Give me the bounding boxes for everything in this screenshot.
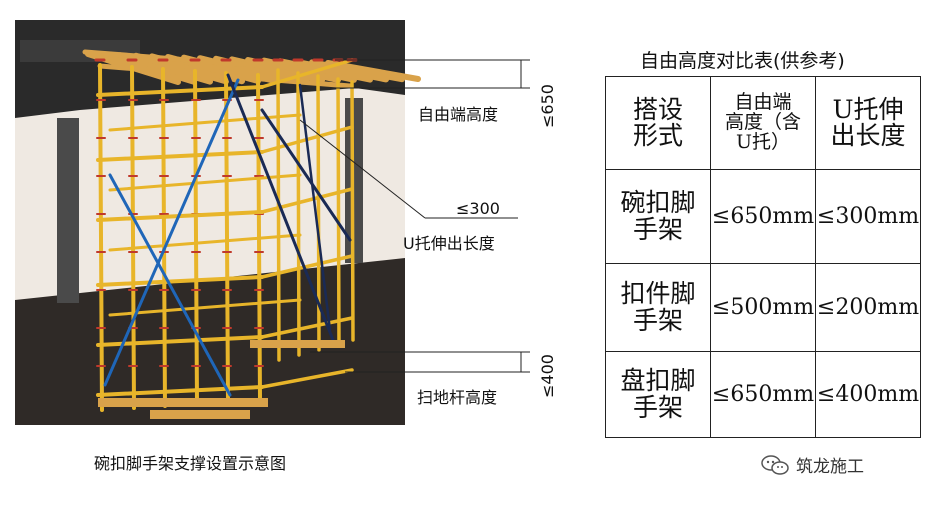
free-end-limit: ≤650 [538,84,557,128]
table-row: 碗扣脚手架 ≤650mm ≤300mm [605,169,921,264]
base-plank [98,398,268,407]
vertical-pole [130,65,136,410]
table-row: 扣件脚手架 ≤500mm ≤200mm [605,263,921,352]
horizontal-ledger [260,316,354,339]
diagonal-brace [226,73,337,347]
wechat-icon [761,454,789,475]
diagonal-brace [108,173,232,397]
vertical-pole [350,80,355,342]
timber-beam [82,49,348,75]
base-plank [250,340,345,348]
vertical-pole [193,69,199,406]
diagonal-brace [298,83,332,332]
table-cell: ≤650mm [710,351,816,438]
horizontal-ledger [260,187,354,214]
u-support-limit: ≤300 [456,199,500,218]
table-cell: 碗扣脚手架 [605,169,711,264]
free-end-label: 自由端高度 [418,105,499,124]
horizontal-ledger [260,58,354,89]
table-cell: ≤300mm [815,169,921,264]
u-support-label: U托伸出长度 [403,234,495,253]
vertical-pole [336,77,341,347]
table-row: 盘扣脚手架 ≤650mm ≤400mm [605,351,921,438]
table-cell: ≤400mm [815,351,921,438]
vertical-pole [296,71,301,357]
header-cell: U托伸出长度 [815,76,921,170]
vertical-pole [276,68,281,362]
vertical-pole [161,67,167,408]
horizontal-ledger [96,150,264,162]
table-cell: 盘扣脚手架 [605,351,711,438]
horizontal-ledger [260,368,354,389]
table-cell: ≤650mm [710,169,816,264]
depth-ledger [108,233,302,252]
diagonal-brace [260,108,352,242]
vertical-pole [224,71,230,404]
table-title: 自由高度对比表(供参考) [640,50,845,72]
horizontal-ledger [260,254,354,279]
column-left [57,118,79,303]
table-cell: ≤500mm [710,263,816,352]
horizontal-ledger [96,335,264,347]
vertical-pole [98,63,104,412]
diagram-caption: 碗扣脚手架支撑设置示意图 [94,454,287,473]
timber-joist [325,60,421,82]
table-cell: 扣件脚手架 [605,263,711,352]
base-plank [150,410,250,419]
vertical-pole [316,74,321,352]
header-cell: 搭设形式 [605,76,711,170]
horizontal-ledger [96,385,264,397]
diagonal-brace [103,78,240,387]
table-cell: ≤200mm [815,263,921,352]
horizontal-ledger [96,275,264,287]
watermark-text: 筑龙施工 [796,457,864,477]
watermark: 筑龙施工 [760,452,864,477]
sweep-rod-label: 扫地杆高度 [417,388,498,407]
leader-u-support [299,119,426,219]
sweep-rod-limit: ≤400 [538,354,557,398]
depth-ledger [108,298,302,317]
